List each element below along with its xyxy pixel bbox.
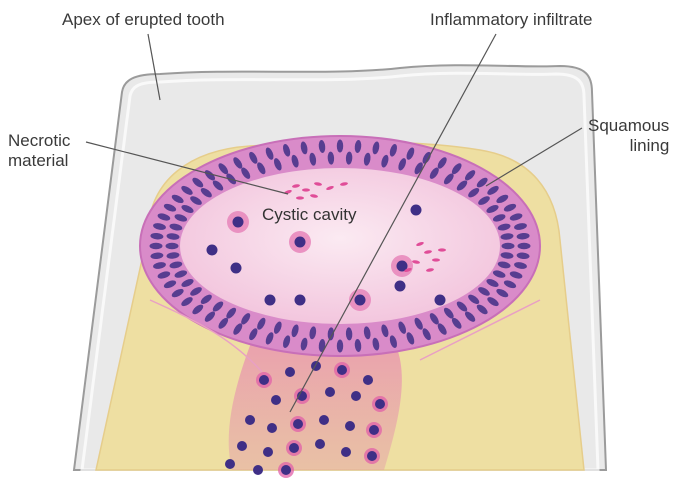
label-cystic-cavity: Cystic cavity [262,205,356,225]
necrotic-speck [302,188,310,191]
necrotic-speck [432,258,440,261]
inflammatory-cell [325,387,335,397]
label-necrotic-material: Necrotic material [8,131,70,171]
label-squamous-line1: Squamous [588,116,669,136]
label-necrotic-line2: material [8,151,70,171]
cell-nucleus [355,295,366,306]
cell-nucleus [395,281,406,292]
lining-nucleus [337,140,343,153]
cell-nucleus [295,237,306,248]
inflammatory-cell [281,465,291,475]
inflammatory-cell [237,441,247,451]
inflammatory-cell [267,423,277,433]
label-inflammatory-infiltrate: Inflammatory infiltrate [430,10,593,30]
inflammatory-cell [293,419,303,429]
inflammatory-cell [341,447,351,457]
cell-nucleus [207,245,218,256]
inflammatory-cell [259,375,269,385]
cell-nucleus [295,295,306,306]
inflammatory-cell [319,415,329,425]
inflammatory-cell [367,451,377,461]
lining-nucleus [166,243,179,249]
lining-nucleus [150,243,163,249]
necrotic-speck [296,196,304,199]
lining-nucleus [502,243,515,249]
lining-nucleus [337,340,343,353]
label-apex-of-erupted-tooth: Apex of erupted tooth [62,10,225,30]
cell-nucleus [231,263,242,274]
cystic-cavity [180,168,500,324]
inflammatory-cell [375,399,385,409]
inflammatory-cell [345,421,355,431]
label-squamous-line2: lining [588,136,669,156]
label-squamous-lining: Squamous lining [588,116,669,156]
label-necrotic-line1: Necrotic [8,131,70,151]
inflammatory-cell [289,443,299,453]
inflammatory-cell [225,459,235,469]
inflammatory-cell [363,375,373,385]
cell-nucleus [265,295,276,306]
cell-nucleus [233,217,244,228]
cell-nucleus [411,205,422,216]
necrotic-speck [438,248,446,251]
inflammatory-cell [285,367,295,377]
lining-nucleus [518,243,531,249]
inflammatory-cell [315,439,325,449]
inflammatory-cell [271,395,281,405]
inflammatory-cell [337,365,347,375]
cell-nucleus [435,295,446,306]
inflammatory-cell [351,391,361,401]
inflammatory-cell [369,425,379,435]
inflammatory-cell [263,447,273,457]
inflammatory-cell [253,465,263,475]
inflammatory-cell [245,415,255,425]
